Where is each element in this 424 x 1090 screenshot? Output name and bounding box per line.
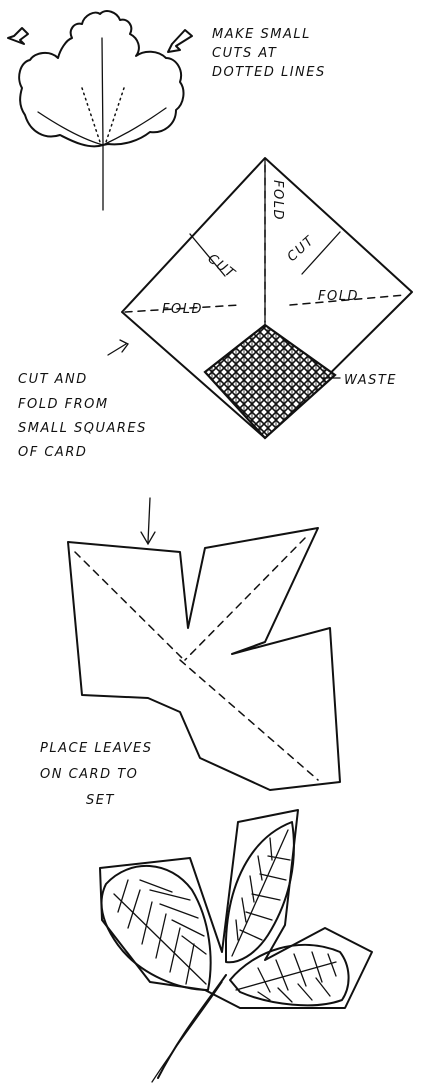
note-line-3: DOTTED LINES (212, 65, 326, 80)
fold-label-left: FOLD (162, 302, 203, 317)
step1-leaf-outline-icon (8, 11, 192, 210)
instruction-line-2: FOLD FROM (18, 397, 109, 412)
step1-note: MAKE SMALL CUTS AT DOTTED LINES (212, 27, 326, 80)
arrow-left-icon (168, 30, 192, 52)
step3-instruction: PLACE LEAVES ON CARD TO SET (40, 741, 152, 808)
place-line-3: SET (86, 793, 115, 808)
step2-folded-card (108, 158, 412, 438)
instruction-line-1: CUT AND (18, 372, 88, 387)
fold-label-right: FOLD (318, 289, 359, 304)
instruction-line-4: OF CARD (18, 445, 87, 460)
note-line-1: MAKE SMALL (212, 27, 311, 42)
note-line-2: CUTS AT (212, 46, 277, 61)
arrow-down-icon (141, 498, 155, 544)
step4-leaf-on-card-icon (100, 810, 372, 1082)
cut-label-left: CUT (205, 251, 239, 282)
fold-label-top: FOLD (270, 180, 285, 221)
instruction-line-3: SMALL SQUARES (18, 421, 147, 436)
waste-area (205, 325, 335, 438)
waste-label: WASTE (344, 373, 397, 388)
cut-label-right: CUT (285, 233, 318, 265)
place-line-2: ON CARD TO (40, 767, 138, 782)
arrow-right-icon (8, 28, 28, 44)
place-line-1: PLACE LEAVES (40, 741, 152, 756)
step2-instruction: CUT AND FOLD FROM SMALL SQUARES OF CARD (18, 372, 147, 460)
